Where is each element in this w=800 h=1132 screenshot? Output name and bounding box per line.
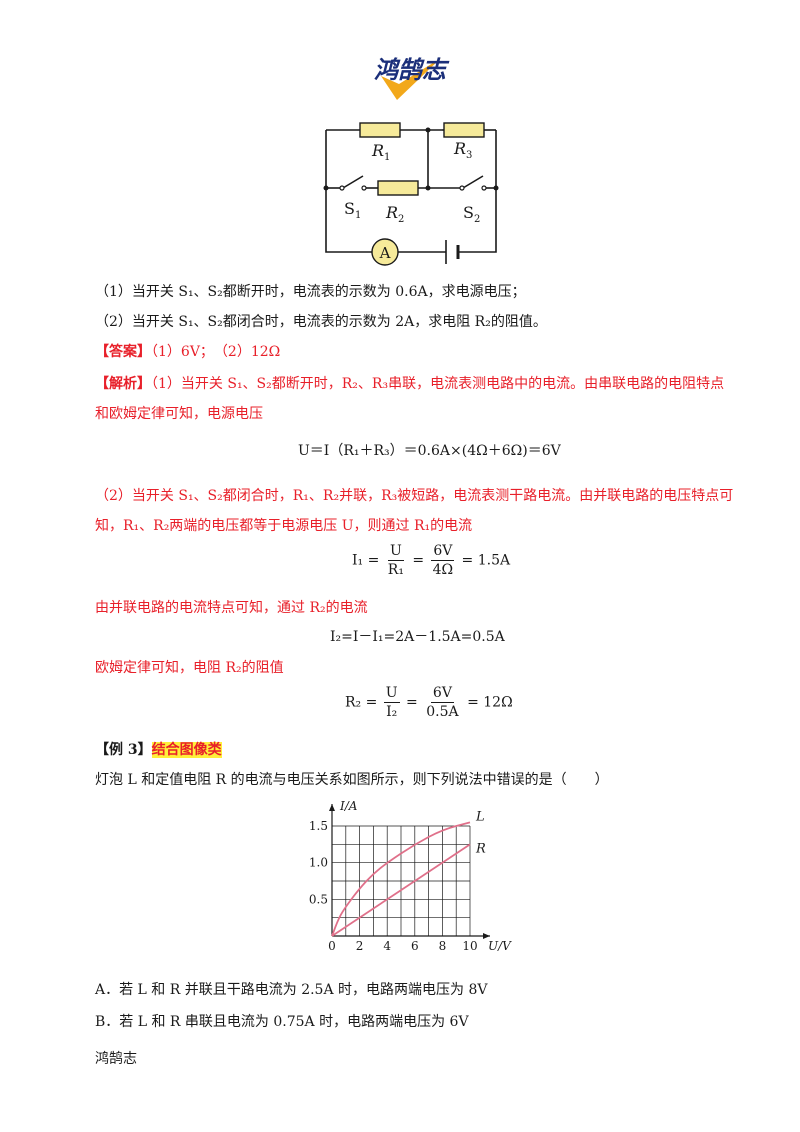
footer-brand: 鸿鹄志 xyxy=(95,1051,137,1067)
x-tick-label: 2 xyxy=(356,939,364,953)
svg-text:R1: R1 xyxy=(371,141,390,163)
analysis-label: 【解析】 xyxy=(95,376,151,392)
y-tick-label: 1.0 xyxy=(309,856,328,870)
chart-grid xyxy=(332,825,471,936)
y-tick-label: 0.5 xyxy=(309,892,328,906)
equation-3: I₂=I－I₁=2A－1.5A=0.5A xyxy=(330,629,505,645)
question-1: （1）当开关 S₁、S₂都断开时，电流表的示数为 0.6A，求电源电压； xyxy=(95,284,526,300)
analysis-para-1a: 【解析】（1）当开关 S₁、S₂都断开时，R₂、R₃串联，电流表测电路中的电流。… xyxy=(95,376,725,392)
iu-chart: 0 2 4 6 8 10 0.5 1.0 1.5U/V I/A L R xyxy=(309,799,512,953)
x-tick-label: 8 xyxy=(439,939,447,953)
example-label: 【例 3】 xyxy=(95,742,152,758)
analysis-para-1b: 和欧姆定律可知，电源电压 xyxy=(95,406,263,422)
series-line-r xyxy=(331,843,471,937)
example-stem: 灯泡 L 和定值电阻 R 的电流与电压关系如图所示，则下列说法中错误的是（ ） xyxy=(95,772,609,788)
svg-text:R3: R3 xyxy=(453,139,472,161)
analysis-para-3: 由并联电路的电流特点可知，通过 R₂的电流 xyxy=(95,600,368,616)
option-a: A．若 L 和 R 并联且干路电流为 2.5A 时，电路两端电压为 8V xyxy=(95,982,488,998)
brand-logo: 鸿鹄志 xyxy=(374,56,450,100)
chart-series xyxy=(331,821,471,937)
answer-line: 【答案】（1）6V； （2）12Ω xyxy=(95,342,280,362)
y-tick-label: 1.5 xyxy=(309,819,328,833)
x-tick-label: 10 xyxy=(462,939,477,953)
x-tick-label: 6 xyxy=(411,939,419,953)
svg-text:S2: S2 xyxy=(463,203,480,225)
x-tick-label: 0 xyxy=(328,939,336,953)
x-tick-label: 4 xyxy=(383,939,391,953)
svg-text:A: A xyxy=(379,244,391,262)
question-2: （2）当开关 S₁、S₂都闭合时，电流表的示数为 2A，求电阻 R₂的阻值。 xyxy=(95,314,547,330)
series-label-l: L xyxy=(475,809,485,824)
series-line-l xyxy=(331,821,471,937)
svg-text:R2: R2 xyxy=(385,203,404,225)
answer-label: 【答案】 xyxy=(95,344,151,360)
resistor-r3 xyxy=(443,122,485,138)
analysis-para-2b: 知，R₁、R₂两端的电压都等于电源电压 U，则通过 R₁的电流 xyxy=(95,518,473,534)
resistor-r2 xyxy=(377,180,419,196)
chart-axes xyxy=(329,804,490,939)
logo-check-icon xyxy=(381,58,441,100)
y-axis-arrow-icon xyxy=(329,804,335,811)
option-b: B．若 L 和 R 串联且电流为 0.75A 时，电路两端电压为 6V xyxy=(95,1014,469,1030)
analysis-para-2a: （2）当开关 S₁、S₂都闭合时，R₁、R₂并联，R₃被短路，电流表测干路电流。… xyxy=(95,488,734,504)
resistor-r1 xyxy=(359,122,401,138)
chart-text: 0 2 4 6 8 10 0.5 1.0 1.5U/V I/A L R xyxy=(309,799,512,953)
ammeter-icon xyxy=(371,238,399,266)
series-label-r: R xyxy=(475,841,486,856)
logo-text: 鸿鹄志 xyxy=(374,56,450,84)
equation-1: U＝I（R₁＋R₃）＝0.6A×(4Ω＋6Ω)＝6V xyxy=(298,443,561,459)
analysis-para-4: 欧姆定律可知，电阻 R₂的阻值 xyxy=(95,660,284,676)
y-axis-label: I/A xyxy=(339,799,358,813)
circuit-diagram: A R1 R3 R2 S1 S2 xyxy=(323,122,499,266)
x-axis-label: U/V xyxy=(488,939,512,953)
x-axis-arrow-icon xyxy=(483,933,490,939)
answer-text: （1）6V； （2）12Ω xyxy=(151,344,281,360)
example-heading: 【例 3】结合图像类 xyxy=(95,740,222,760)
svg-text:S1: S1 xyxy=(344,199,361,221)
example-tag: 结合图像类 xyxy=(151,742,222,758)
